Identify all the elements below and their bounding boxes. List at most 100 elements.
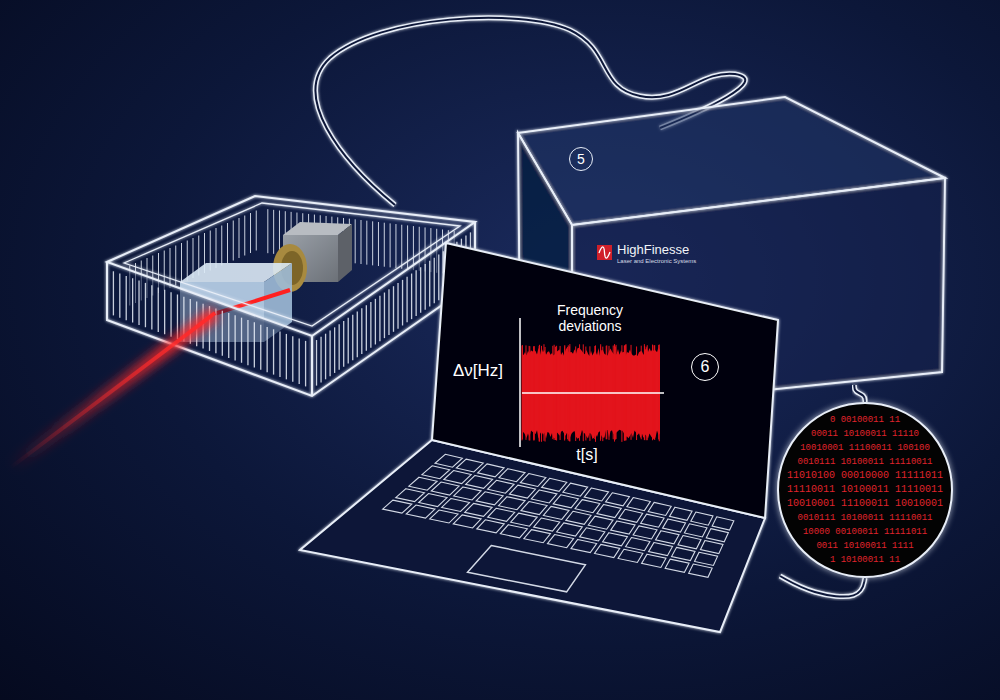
cooling-fin: [187, 241, 188, 281]
cooling-fin: [305, 341, 306, 387]
laptop-outline: [300, 243, 778, 632]
cooling-fin: [292, 336, 293, 381]
cable-core: [780, 576, 865, 597]
cooling-fin: [343, 321, 344, 367]
cooling-fin: [164, 290, 165, 335]
binary-data: 11010100 00010000 11111011: [779, 469, 951, 483]
cooling-fin: [279, 211, 280, 255]
cooling-fin: [267, 209, 268, 253]
cooling-fin: [193, 238, 194, 278]
cooling-fin: [254, 322, 255, 367]
laptop-shape: [295, 240, 780, 640]
label-text: t[s]: [557, 446, 617, 464]
cooling-fin: [425, 264, 426, 310]
cooling-fin: [222, 311, 223, 356]
binary-data: 0011 10100011 1111: [779, 539, 951, 553]
cooling-fin: [434, 258, 435, 304]
laptop: Frequency deviationsΔν[Hz] 6 t[s]: [295, 240, 780, 640]
label-text: HighFinesse: [617, 242, 689, 257]
cooling-fin: [273, 210, 274, 254]
cooling-fin: [407, 225, 408, 269]
cooling-fin: [390, 223, 391, 267]
binary-data: 0010111 10100011 11110011: [779, 511, 951, 525]
cooling-fin: [170, 248, 171, 288]
callout-number: 6: [691, 353, 719, 381]
cooling-fin: [348, 318, 349, 364]
cooling-fin: [145, 283, 146, 327]
cooling-fin: [170, 292, 171, 337]
cooling-fin: [339, 324, 340, 370]
binary-data: 0010111 10100011 11110011: [779, 455, 951, 469]
cooling-fin: [401, 225, 402, 269]
binary-data: 0 00100011 11: [779, 413, 951, 427]
cooling-fin: [334, 327, 335, 373]
cooling-fin: [132, 278, 133, 322]
housing-walls: [107, 222, 475, 396]
cooling-fin: [413, 226, 414, 270]
cooling-fin: [366, 221, 367, 265]
binary-data: 1 10100011 11: [779, 553, 951, 567]
cooling-fin: [181, 243, 182, 283]
cooling-fin: [384, 223, 385, 267]
cooling-fin: [126, 276, 127, 320]
cable-core: [854, 385, 865, 402]
cooling-fin: [239, 218, 240, 258]
cooling-fin: [320, 337, 321, 383]
laser-beam: [10, 313, 215, 468]
frequency-plot: [520, 318, 664, 447]
cooling-fin: [316, 340, 317, 386]
cooling-fin: [375, 299, 376, 345]
cooling-fin: [151, 285, 152, 329]
cooling-fin: [438, 255, 439, 301]
cooling-fin: [138, 281, 139, 325]
cooling-fin: [233, 221, 234, 261]
cooling-fin: [216, 228, 217, 268]
cooling-fin: [406, 277, 407, 323]
cooling-fin: [388, 289, 389, 335]
cooling-fin: [299, 339, 300, 385]
cooling-fin: [175, 246, 176, 286]
cooling-fin: [357, 312, 358, 358]
cooling-fin: [420, 267, 421, 313]
cooling-fin: [113, 271, 114, 315]
cooling-fin: [415, 270, 416, 316]
fiber-cable: [780, 576, 865, 597]
cooling-fin: [244, 216, 245, 256]
cooling-fin: [370, 302, 371, 348]
cooling-fin: [286, 334, 287, 379]
fiber-cable: [854, 385, 865, 402]
brand-logo: [597, 245, 612, 260]
cooling-fin: [378, 222, 379, 266]
laser-housing: [10, 196, 475, 468]
cooling-fin: [329, 331, 330, 377]
keyboard: [383, 454, 734, 592]
cooling-fin: [273, 329, 274, 374]
cooling-fin: [325, 334, 326, 380]
cooling-fin: [402, 280, 403, 326]
cable-connector: [780, 576, 865, 597]
cooling-fin: [241, 318, 242, 363]
label-text: Frequency deviations: [530, 302, 650, 334]
binary-data: 11110011 10100011 11110011: [779, 483, 951, 497]
cooling-fin: [247, 320, 248, 365]
cooling-fin: [355, 219, 356, 263]
cooling-fin: [393, 286, 394, 332]
housing-outline: [107, 196, 475, 396]
cooling-fin: [227, 223, 228, 263]
cooling-fin: [379, 296, 380, 342]
cooling-fin: [256, 211, 257, 251]
binary-data: 00011 10100011 11110: [779, 427, 951, 441]
cooling-fin: [395, 224, 396, 268]
cooling-fin: [366, 305, 367, 351]
cooling-fin: [228, 313, 229, 358]
cooling-fin: [361, 220, 362, 264]
binary-data: 10010001 11100011 100100: [779, 441, 951, 455]
label-text: Δν[Hz]: [453, 361, 503, 381]
cable-connector: [854, 385, 865, 402]
data-magnifier: 0 00100011 1100011 10100011 111101001000…: [777, 402, 953, 578]
cooling-fin: [361, 308, 362, 354]
cooling-fin: [267, 327, 268, 372]
cooling-fin: [429, 261, 430, 307]
cooling-fin: [411, 274, 412, 320]
